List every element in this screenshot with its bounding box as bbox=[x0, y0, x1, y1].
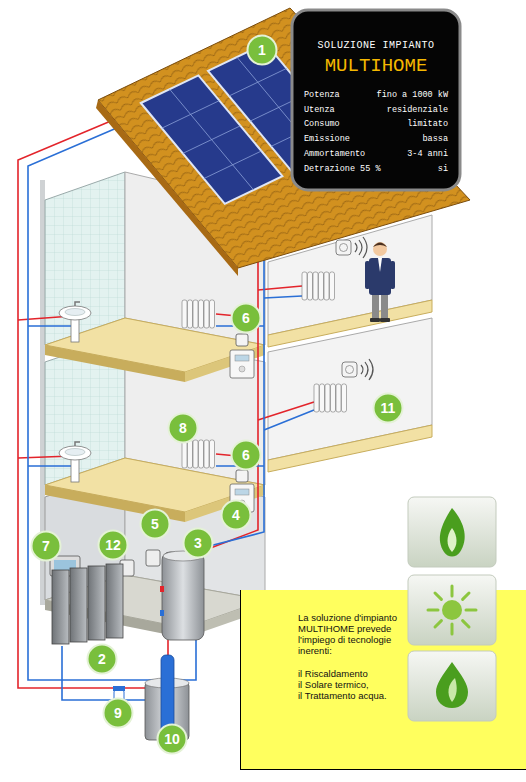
callout-badge: 1 bbox=[246, 34, 278, 66]
wall-unit bbox=[230, 350, 254, 378]
bathroom-wall bbox=[45, 172, 125, 345]
person-jacket bbox=[369, 258, 391, 295]
boiler-cabinet bbox=[70, 568, 87, 642]
description-text: La soluzione d'impianto MULTIHOME preved… bbox=[298, 612, 416, 656]
spec-value: bassa bbox=[422, 134, 448, 144]
note-box: La soluzione d'impianto MULTIHOME preved… bbox=[240, 590, 526, 770]
wireless-thermostat bbox=[336, 237, 367, 258]
icon-tile bbox=[408, 575, 496, 645]
callout-number: 12 bbox=[97, 529, 129, 561]
sun-rays bbox=[428, 586, 476, 634]
spec-value: 3-4 anni bbox=[407, 149, 448, 159]
spec-label: Ammortamento bbox=[304, 149, 365, 159]
callout-badge: 8 bbox=[167, 412, 199, 444]
icon-tile bbox=[408, 497, 496, 567]
product-name: MULTIHOME bbox=[290, 55, 462, 77]
zone-controller bbox=[236, 470, 248, 482]
sun-icon bbox=[442, 600, 462, 620]
hot-pipe bbox=[18, 118, 168, 688]
zone-controller bbox=[236, 334, 248, 346]
roof bbox=[98, 8, 470, 268]
tank-fitting bbox=[160, 610, 164, 616]
boiler-cabinet bbox=[106, 564, 123, 638]
callout-badge: 5 bbox=[139, 508, 171, 540]
flame-icon bbox=[440, 508, 465, 557]
hot-pipe bbox=[18, 286, 314, 458]
drop-leaf bbox=[448, 678, 456, 702]
callout-number: 6 bbox=[230, 302, 262, 334]
person-shirt bbox=[378, 258, 382, 272]
technology-item: il Riscaldamento bbox=[298, 668, 416, 679]
panel-title: SOLUZIONE IMPIANTO bbox=[290, 40, 462, 51]
callout-number: 8 bbox=[167, 412, 199, 444]
tank-fitting bbox=[160, 586, 164, 592]
person-arm bbox=[390, 261, 395, 289]
person-leg bbox=[381, 292, 388, 320]
callout-badge: 9 bbox=[102, 697, 134, 729]
person-hair bbox=[373, 243, 387, 248]
radiator bbox=[302, 272, 335, 300]
sink bbox=[59, 442, 91, 482]
controller-box bbox=[146, 550, 160, 566]
icon-tile bbox=[408, 651, 496, 721]
storage-tank bbox=[162, 552, 204, 640]
wireless-thermostat bbox=[342, 359, 373, 380]
person-shoe bbox=[370, 318, 380, 322]
drop-icon bbox=[436, 662, 468, 708]
callout-badge: 2 bbox=[86, 643, 118, 675]
spec-label: Detrazione 55 % bbox=[304, 164, 381, 174]
callout-number: 2 bbox=[86, 643, 118, 675]
boiler-cabinet bbox=[52, 570, 69, 644]
radiator bbox=[182, 440, 215, 468]
flame-core bbox=[448, 528, 457, 552]
callout-number: 5 bbox=[139, 508, 171, 540]
person-figure bbox=[365, 242, 395, 322]
callout-badge: 6 bbox=[230, 302, 262, 334]
callout-number: 10 bbox=[156, 723, 188, 755]
spec-label: Emissione bbox=[304, 134, 350, 144]
callout-number: 11 bbox=[372, 392, 404, 424]
spec-value: residenziale bbox=[387, 105, 448, 115]
spec-value: fino a 1000 kW bbox=[377, 90, 448, 100]
callout-badge: 7 bbox=[30, 530, 62, 562]
sink bbox=[59, 302, 91, 342]
callout-badge: 11 bbox=[372, 392, 404, 424]
callout-badge: 6 bbox=[230, 439, 262, 471]
radiator bbox=[314, 384, 347, 412]
cold-pipe bbox=[186, 216, 264, 552]
radiator bbox=[182, 300, 215, 328]
technology-item: il Trattamento acqua. bbox=[298, 690, 416, 701]
floor-edge bbox=[45, 345, 185, 382]
boiler-cabinet bbox=[88, 566, 105, 640]
spec-label: Potenza bbox=[304, 90, 340, 100]
floor-edge bbox=[185, 345, 265, 382]
room-floor bbox=[268, 425, 432, 472]
callout-number: 1 bbox=[246, 34, 278, 66]
panel-screen bbox=[292, 10, 460, 190]
callout-badge: 10 bbox=[156, 723, 188, 755]
callout-number: 4 bbox=[220, 499, 252, 531]
cold-pipe bbox=[28, 296, 314, 466]
callout-badge: 12 bbox=[97, 529, 129, 561]
spec-value: si bbox=[438, 164, 448, 174]
callout-badge: 4 bbox=[220, 499, 252, 531]
spec-value: limitato bbox=[407, 119, 448, 129]
callout-number: 9 bbox=[102, 697, 134, 729]
person-arm bbox=[365, 261, 370, 289]
callout-badge: 3 bbox=[182, 527, 214, 559]
callout-number: 7 bbox=[30, 530, 62, 562]
callout-number: 3 bbox=[182, 527, 214, 559]
filter-cap bbox=[113, 686, 125, 691]
person-leg bbox=[372, 292, 379, 320]
person-head bbox=[373, 242, 387, 256]
spec-label: Utenza bbox=[304, 105, 335, 115]
callout-number: 6 bbox=[230, 439, 262, 471]
person-shoe bbox=[380, 318, 390, 322]
technology-item: il Solare termico, bbox=[298, 679, 416, 690]
info-panel: SOLUZIONE IMPIANTO MULTIHOME Potenza fino a… bbox=[290, 8, 462, 192]
spec-label: Consumo bbox=[304, 119, 340, 129]
